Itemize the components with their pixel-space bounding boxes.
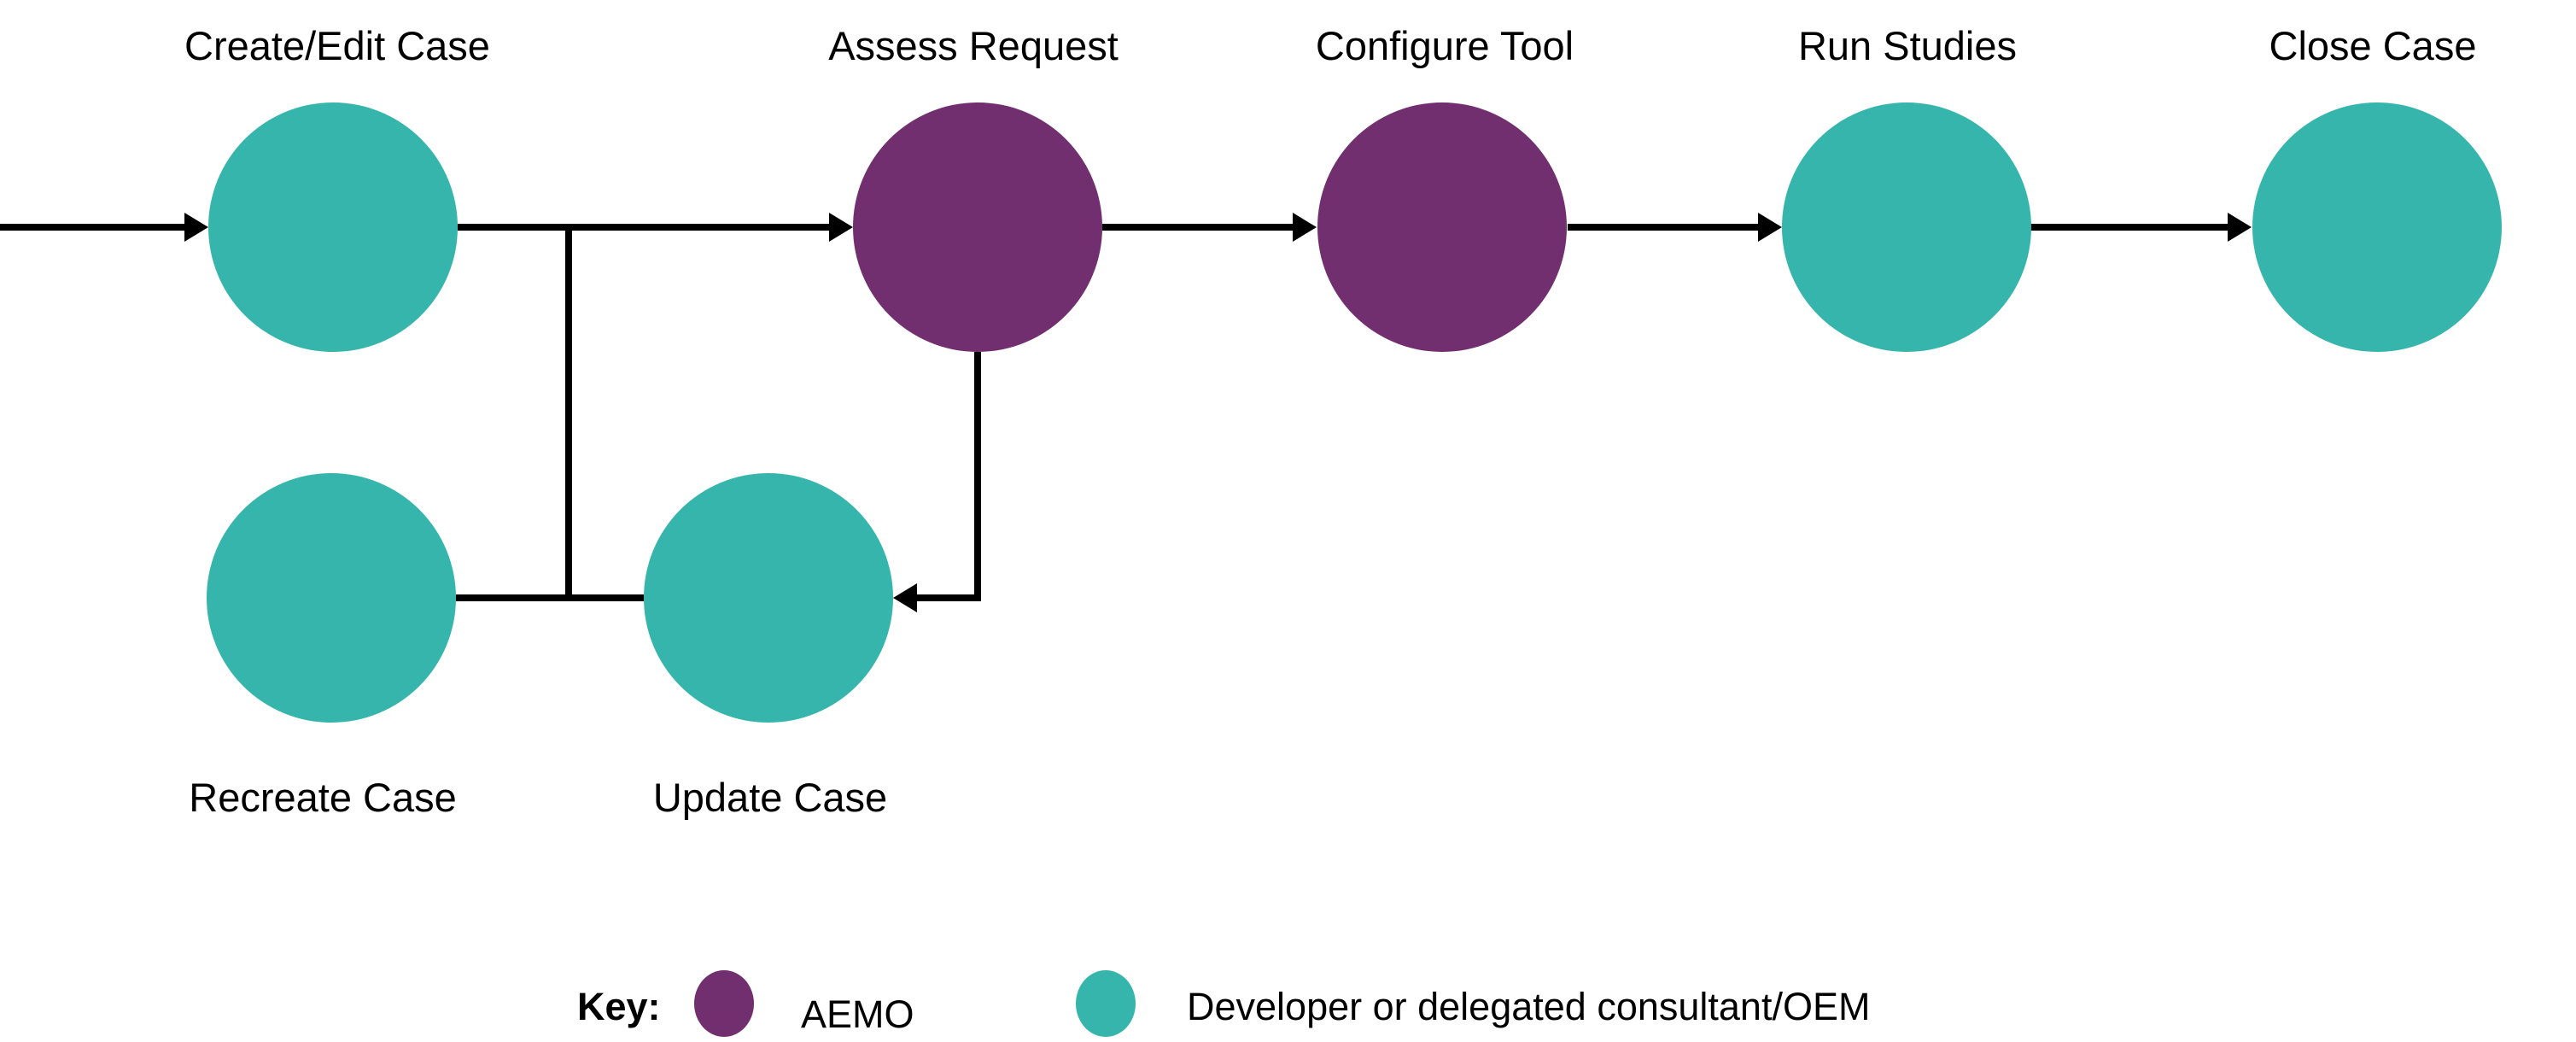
node-label-create-edit-case: Create/Edit Case bbox=[184, 23, 490, 68]
node-label-recreate-case: Recreate Case bbox=[189, 775, 457, 820]
key-label-aemo: AEMO bbox=[801, 992, 914, 1036]
key-title: Key: bbox=[577, 985, 661, 1028]
node-assess-request bbox=[853, 102, 1102, 352]
node-label-update-case: Update Case bbox=[653, 775, 887, 820]
node-configure-tool bbox=[1317, 102, 1567, 352]
node-update-case bbox=[644, 473, 893, 723]
node-labels-layer: Create/Edit Case Assess Request Configure … bbox=[184, 23, 2476, 820]
node-create-edit-case bbox=[208, 102, 458, 352]
node-recreate-case bbox=[207, 473, 456, 723]
edge-assess-request-to-configure-tool-arrowhead bbox=[1293, 213, 1317, 242]
node-label-configure-tool: Configure Tool bbox=[1316, 23, 1574, 68]
edge-assess-request-to-update-case-arrowhead bbox=[893, 583, 917, 612]
node-label-run-studies: Run Studies bbox=[1798, 23, 2017, 68]
edge-run-studies-to-close-case-arrowhead bbox=[2228, 213, 2252, 242]
key-label-developer: Developer or delegated consultant/OEM bbox=[1187, 985, 1870, 1028]
node-run-studies bbox=[1782, 102, 2031, 352]
node-label-close-case: Close Case bbox=[2269, 23, 2477, 68]
edge-configure-tool-to-run-studies-arrowhead bbox=[1758, 213, 1782, 242]
edge-start-to-create-edit-case-arrowhead bbox=[184, 213, 208, 242]
edges-layer bbox=[0, 213, 2252, 612]
key-swatch-developer bbox=[1076, 970, 1136, 1037]
node-label-assess-request: Assess Request bbox=[828, 23, 1119, 68]
key-legend: Key: AEMO Developer or delegated consultan… bbox=[577, 970, 1870, 1037]
nodes-layer bbox=[207, 102, 2502, 723]
node-close-case bbox=[2252, 102, 2502, 352]
key-swatch-aemo bbox=[694, 970, 754, 1037]
edge-create-edit-case-to-assess-request-arrowhead bbox=[829, 213, 853, 242]
